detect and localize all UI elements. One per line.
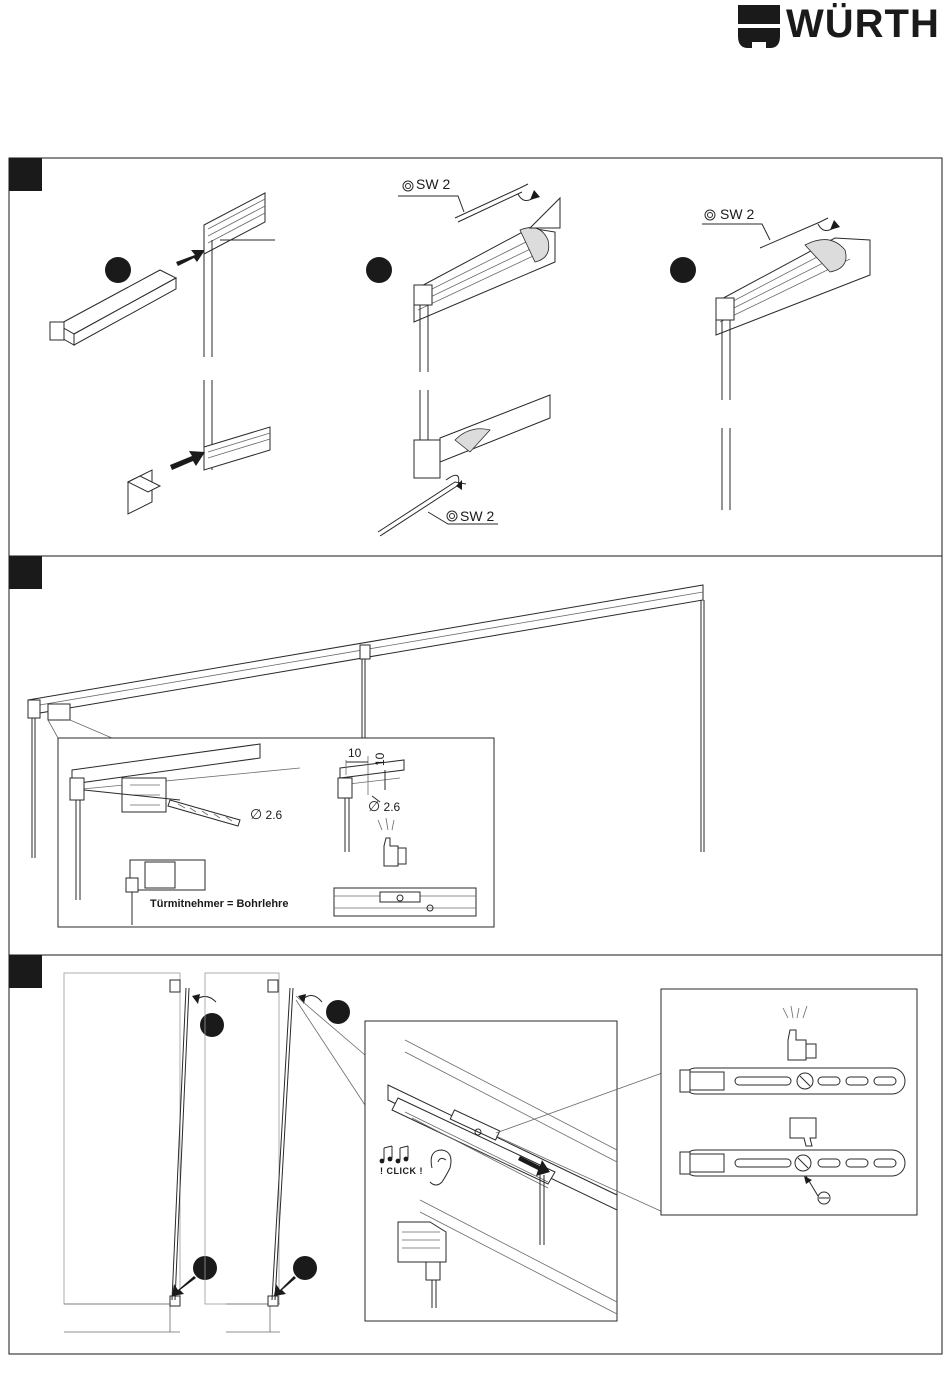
dim-horizontal-10: 10 bbox=[348, 746, 361, 760]
callout-sw2-bottom: SW 2 bbox=[460, 508, 494, 524]
drill-diameter-right-value: 2.6 bbox=[384, 800, 401, 814]
dim-vertical-10: 10 bbox=[373, 753, 387, 766]
push-arrow-icon bbox=[176, 250, 205, 266]
door-catch-caption: Türmitnehmer = Bohrlehre bbox=[150, 898, 288, 910]
step-dot-a bbox=[200, 1013, 224, 1037]
panel-3-finished bbox=[670, 210, 870, 510]
callout-sw2-right: SW 2 bbox=[720, 206, 754, 222]
wurth-logo bbox=[738, 5, 780, 48]
panel-1-end-cap bbox=[50, 193, 275, 514]
diameter-symbol-icon: ∅ bbox=[250, 806, 262, 822]
drill-diameter-right: ∅ 2.6 bbox=[368, 798, 400, 815]
hex-key-icon bbox=[705, 210, 715, 220]
step-marker-1 bbox=[9, 158, 42, 191]
section-3-doors bbox=[64, 973, 365, 1332]
hex-key-icon bbox=[447, 511, 457, 521]
click-label: ! CLICK ! bbox=[380, 1166, 423, 1176]
drill-diameter-left-value: 2.6 bbox=[266, 808, 283, 822]
push-arrow-icon bbox=[170, 451, 205, 470]
brand-wordmark: WÜRTH bbox=[786, 2, 940, 47]
diameter-symbol-icon: ∅ bbox=[368, 798, 380, 814]
callout-sw2-top: SW 2 bbox=[416, 176, 450, 192]
step-dot-2 bbox=[366, 257, 392, 283]
drill-diameter-left: ∅ 2.6 bbox=[250, 806, 282, 823]
step-marker-3 bbox=[9, 955, 42, 988]
panel-2-tighten bbox=[366, 181, 560, 536]
step-dot-c bbox=[326, 1000, 350, 1024]
step-dot-1 bbox=[105, 257, 131, 283]
step-dot-d bbox=[293, 1256, 317, 1280]
adjuster-correct bbox=[680, 1068, 905, 1094]
section-3-adjuster-box bbox=[661, 989, 917, 1215]
rotate-arrow-icon bbox=[446, 475, 459, 486]
step-dot-3 bbox=[670, 257, 696, 283]
step-marker-2 bbox=[9, 556, 42, 589]
hex-key-icon bbox=[403, 181, 413, 191]
push-arrow-icon bbox=[274, 1276, 296, 1296]
adjuster-incorrect bbox=[680, 1150, 905, 1176]
